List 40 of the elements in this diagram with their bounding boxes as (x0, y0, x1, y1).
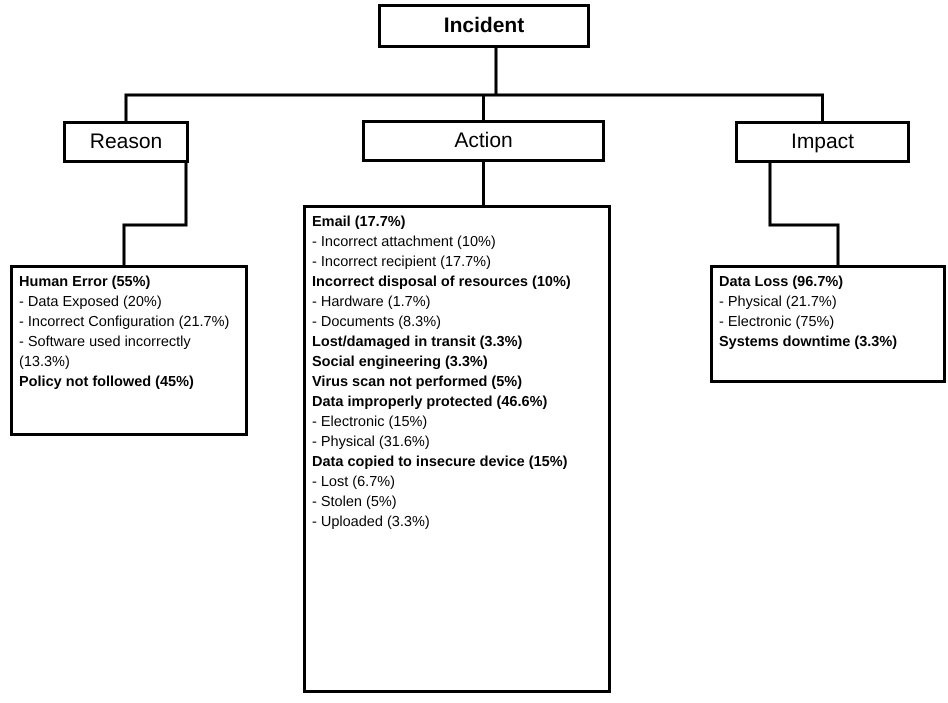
detail-line: - Physical (21.7%) (719, 293, 838, 312)
detail-line: Virus scan not performed (5%) (312, 373, 524, 392)
category-box (735, 121, 910, 163)
detail-box (303, 205, 611, 693)
box-title: Reason (90, 130, 162, 154)
detail-line: Lost/damaged in transit (3.3%) (312, 333, 524, 352)
detail-line: - Stolen (5%) (312, 493, 398, 512)
detail-line: - Hardware (1.7%) (312, 293, 432, 312)
detail-line: Incorrect disposal of resources (10%) (312, 273, 572, 292)
category-box (63, 121, 189, 163)
detail-line: Social engineering (3.3%) (312, 353, 489, 372)
detail-line: Systems downtime (3.3%) (719, 333, 898, 352)
detail-line: - Software used incorrectly (13.3%) (19, 333, 192, 372)
box-title: Impact (790, 130, 854, 154)
detail-line: - Uploaded (3.3%) (312, 513, 431, 532)
detail-line: Data improperly protected (46.6%) (312, 393, 548, 412)
detail-line: - Incorrect recipient (17.7%) (312, 253, 492, 272)
connector-line (768, 163, 840, 265)
detail-line: Policy not followed (45%) (19, 373, 195, 392)
title-box (378, 4, 590, 48)
detail-line: - Electronic (75%) (719, 313, 836, 332)
connector-line (482, 162, 485, 205)
detail-line: - Incorrect attachment (10%) (312, 233, 497, 252)
detail-line: Email (17.7%) (312, 213, 406, 232)
box-title: Incident (444, 14, 524, 38)
detail-line: - Lost (6.7%) (312, 473, 396, 492)
detail-line: Human Error (55%) (19, 273, 152, 292)
detail-line: - Data Exposed (20%) (19, 293, 163, 312)
connector-line (494, 48, 824, 121)
detail-line: - Physical (31.6%) (312, 433, 431, 452)
detail-box (710, 265, 946, 383)
detail-line: - Documents (8.3%) (312, 313, 442, 332)
detail-line: - Electronic (15%) (312, 413, 428, 432)
connector-line (122, 163, 188, 265)
detail-line: Data Loss (96.7%) (719, 273, 844, 292)
detail-line: Data copied to insecure device (15%) (312, 453, 568, 472)
box-title: Action (454, 129, 513, 153)
category-box (362, 120, 605, 162)
detail-line: - Incorrect Configuration (21.7%) (19, 313, 230, 332)
detail-box (10, 265, 248, 436)
